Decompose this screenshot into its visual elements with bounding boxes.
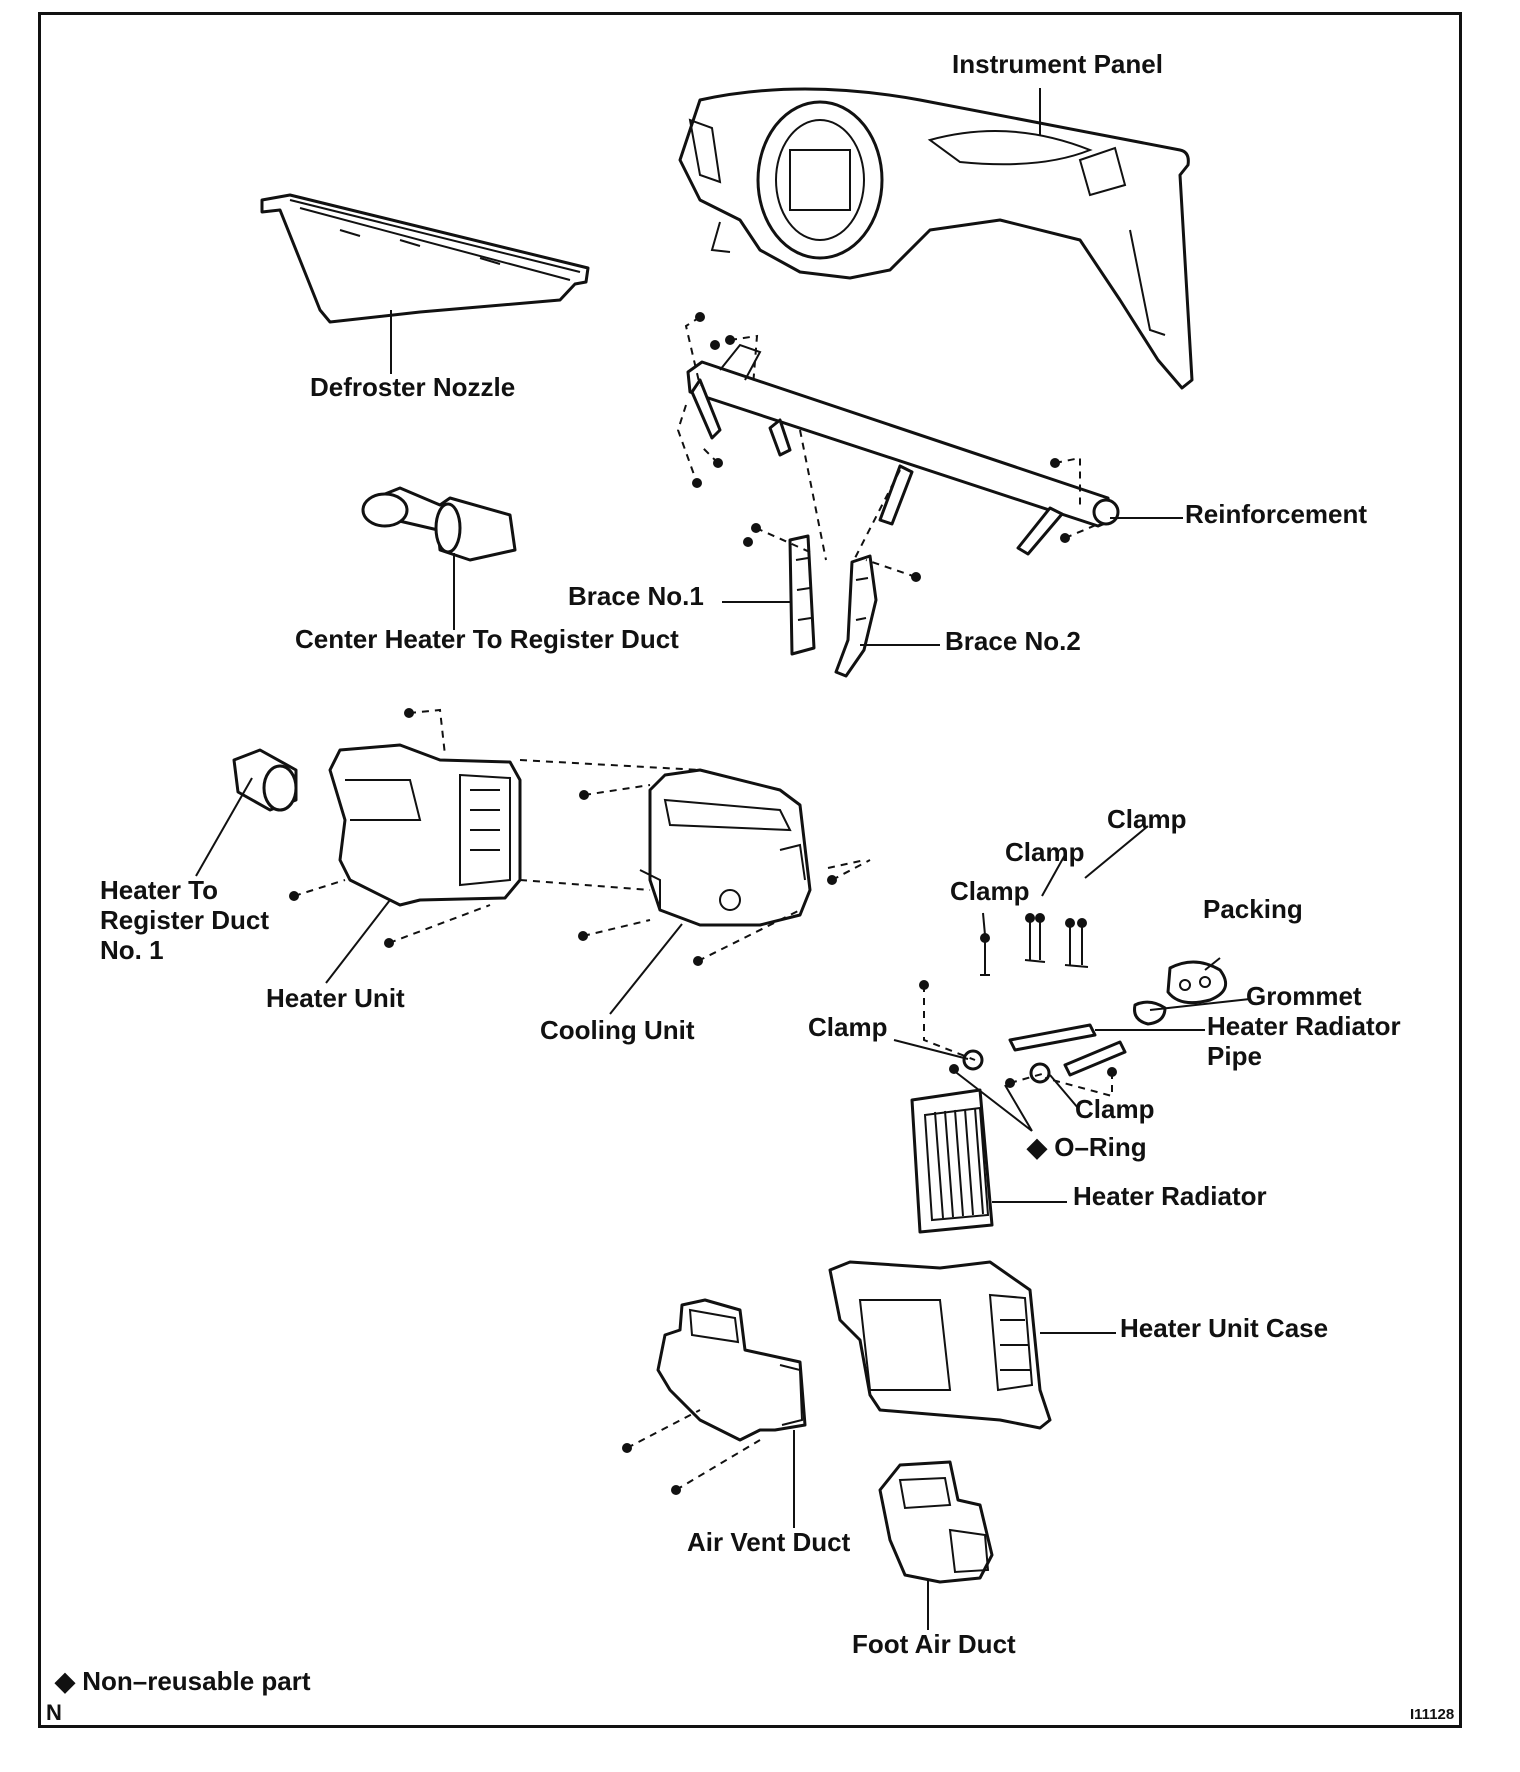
label-reinforcement: Reinforcement	[1185, 499, 1368, 529]
label-defroster-nozzle: Defroster Nozzle	[310, 372, 516, 402]
label-clamp-top: Clamp	[1107, 804, 1187, 834]
clamps-and-bolts	[919, 913, 1117, 1077]
heater-radiator-pipe-part	[962, 1023, 1127, 1084]
label-clamp-left: Clamp	[950, 876, 1030, 906]
heater-unit-case-part	[828, 1260, 1052, 1430]
figure-id: I11128	[1410, 1706, 1455, 1723]
corner-mark: N	[46, 1700, 62, 1725]
brace-no2-part	[834, 554, 878, 678]
defroster-nozzle-part	[260, 193, 590, 324]
grommet-part	[1133, 1000, 1167, 1026]
foot-air-duct-part	[878, 1460, 994, 1584]
label-clamp-lower-left: Clamp	[808, 1012, 888, 1042]
leader-lines	[195, 88, 1251, 1630]
label-heater-radiator-pipe: Heater Radiator Pipe	[1207, 1011, 1401, 1071]
heater-radiator-part	[910, 1088, 994, 1234]
assembly-lines	[293, 316, 1113, 1491]
label-heater-to-register-duct: Heater To Register Duct No. 1	[100, 875, 270, 965]
heater-unit-part	[328, 743, 522, 907]
label-heater-radiator: Heater Radiator	[1073, 1181, 1267, 1211]
legend-non-reusable: ◆ Non–reusable part	[55, 1666, 311, 1696]
label-packing: Packing	[1203, 894, 1303, 924]
label-foot-air-duct: Foot Air Duct	[852, 1629, 1016, 1659]
label-heater-unit: Heater Unit	[266, 983, 405, 1013]
brace-no1-part	[788, 534, 816, 656]
label-clamp-mid: Clamp	[1005, 837, 1085, 867]
label-o-ring: ◆ O–Ring	[1027, 1132, 1147, 1162]
label-brace-no2: Brace No.2	[945, 626, 1081, 656]
label-brace-no1: Brace No.1	[568, 581, 704, 611]
air-vent-duct-part	[656, 1298, 807, 1442]
label-cooling-unit: Cooling Unit	[540, 1015, 695, 1045]
label-air-vent-duct: Air Vent Duct	[687, 1527, 851, 1557]
label-clamp-lower: Clamp	[1075, 1094, 1155, 1124]
center-heater-duct-part	[361, 486, 517, 562]
label-heater-unit-case: Heater Unit Case	[1120, 1313, 1329, 1343]
cooling-unit-part	[639, 768, 812, 927]
instrument-panel-part	[678, 87, 1194, 390]
label-instrument-panel: Instrument Panel	[952, 49, 1163, 79]
label-center-heater-duct: Center Heater To Register Duct	[295, 624, 679, 654]
label-grommet: Grommet	[1246, 981, 1362, 1011]
heater-to-register-duct-part	[232, 748, 298, 812]
packing-part	[1166, 960, 1228, 1005]
reinforcement-part	[686, 343, 1120, 556]
